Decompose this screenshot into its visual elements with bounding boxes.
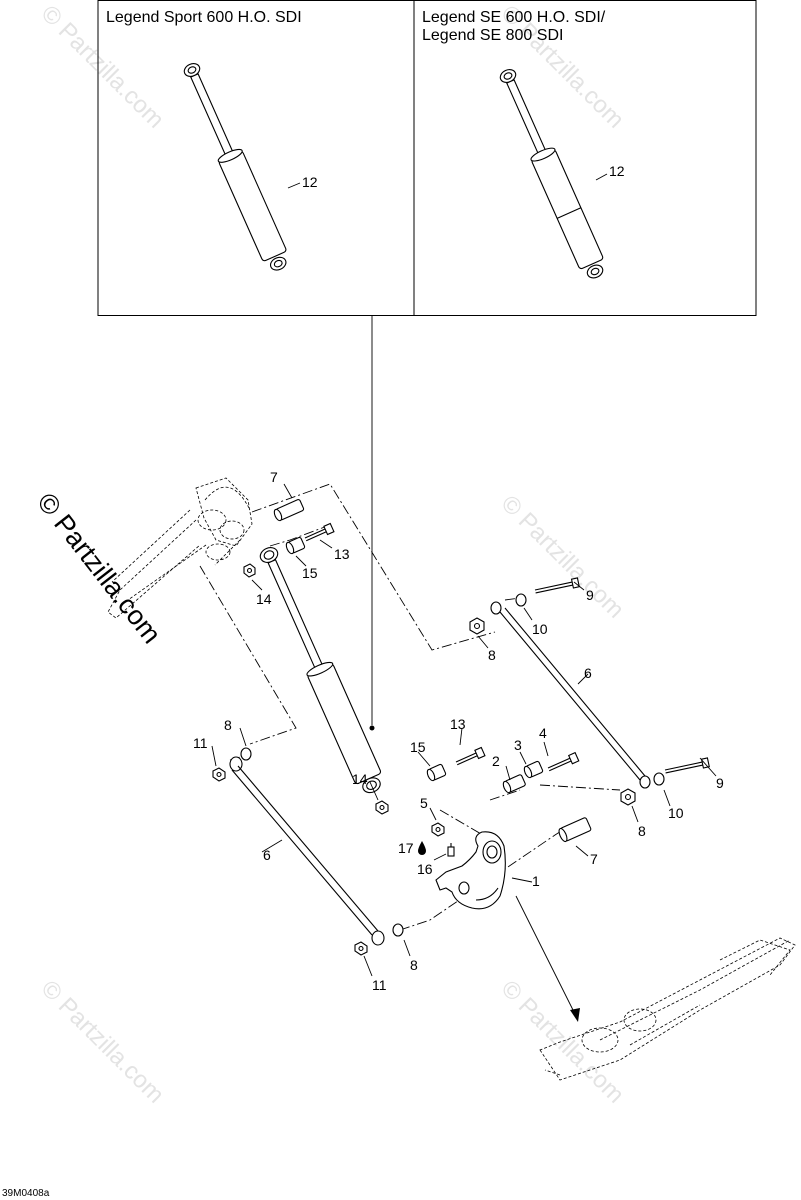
callout-14-mid: 14 [352, 771, 368, 787]
nut-11-bottom [354, 941, 368, 956]
bushing-3 [523, 760, 544, 779]
callout-3: 3 [514, 737, 522, 753]
callout-10-top: 10 [532, 621, 548, 637]
rocker-arm-1 [435, 831, 506, 910]
variant-title-se-line2: Legend SE 800 SDI [422, 27, 563, 44]
rail-ghost-lower [539, 937, 796, 1081]
callout-15-top: 15 [302, 565, 318, 581]
bolt-13-mid [455, 746, 486, 766]
bolt-13-top [304, 522, 335, 542]
bolt-4 [547, 751, 580, 772]
shock-absorber-se [499, 69, 604, 279]
callout-4: 4 [539, 725, 547, 741]
variant-title-sport: Legend Sport 600 H.O. SDI [106, 9, 302, 26]
callout-11-left: 11 [193, 735, 208, 751]
nut-11-left [212, 767, 226, 782]
bushing-7-top [273, 499, 305, 522]
callout-14-top: 14 [256, 591, 272, 607]
callout-9-top: 9 [586, 587, 594, 603]
callout-2: 2 [492, 753, 500, 769]
assembly-arrow [515, 895, 580, 1022]
callout-10-bottom: 10 [668, 805, 684, 821]
nut-14-mid [375, 800, 389, 815]
nut-5 [431, 822, 445, 837]
bushing-15-top [285, 536, 306, 555]
variant-title-se-line1: Legend SE 600 H.O. SDI/ [422, 9, 606, 26]
callout-11-bottom: 11 [372, 977, 387, 993]
callout-13-mid: 13 [450, 716, 466, 732]
chassis-ghost-upper [107, 477, 253, 619]
reference-code: 39M0408a [2, 1188, 50, 1199]
callout-1: 1 [532, 873, 540, 889]
variant-panel: Legend Sport 600 H.O. SDI Legend SE 600 … [97, 0, 757, 731]
watermark-dark: © Partzilla.com [31, 487, 167, 649]
washer-8-bottom-left [392, 923, 404, 937]
callout-labels: 7 13 15 14 9 10 8 6 8 11 13 15 3 4 2 14 … [193, 469, 724, 993]
callout-7-bottom: 7 [590, 851, 598, 867]
watermark-text: © Partzilla.com [36, 975, 169, 1108]
callout-13-top: 13 [334, 546, 350, 562]
bolt-9-bottom [664, 757, 710, 774]
callout-16: 16 [417, 861, 433, 877]
nut-8-top-right [469, 617, 485, 635]
callout-8-top-right: 8 [488, 647, 496, 663]
watermark-text: © Partzilla.com [496, 975, 629, 1108]
callout-12-sport: 12 [302, 174, 318, 190]
callout-8-bottom-left: 8 [410, 957, 418, 973]
callout-6-right: 6 [584, 665, 592, 681]
nut-14-top [243, 563, 256, 578]
watermark-text: © Partzilla.com [496, 490, 629, 623]
callout-9-bottom: 9 [716, 775, 724, 791]
bushing-2 [502, 774, 526, 794]
shock-absorber-assembly [259, 547, 382, 794]
rod-6-right [490, 601, 651, 789]
callout-8-left: 8 [224, 717, 232, 733]
callout-8-bottom-right: 8 [638, 823, 646, 839]
callout-17: 17 [398, 840, 414, 856]
shock-absorber-sport [183, 63, 287, 271]
bushing-7-bottom [558, 817, 592, 843]
bushing-15-mid [426, 763, 447, 782]
washer-8-left [240, 747, 252, 761]
bolt-9-top [534, 577, 580, 594]
grease-fitting-16 [447, 843, 455, 857]
leader-lines [211, 483, 717, 977]
washer-10-top [515, 593, 527, 607]
callout-6-left: 6 [263, 847, 271, 863]
callout-12-se: 12 [609, 163, 625, 179]
rod-6-left [229, 756, 385, 946]
callout-7-top: 7 [270, 469, 278, 485]
oil-drop-icon [418, 841, 426, 855]
nut-8-bottom-right [620, 788, 636, 806]
callout-5: 5 [420, 795, 428, 811]
washer-10-bottom [653, 772, 665, 786]
callout-15-mid: 15 [410, 739, 426, 755]
